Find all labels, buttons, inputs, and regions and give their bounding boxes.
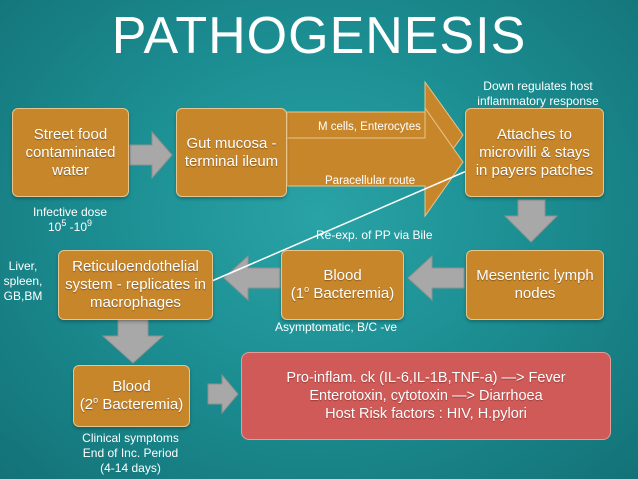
gut-mucosa-line-1: Gut mucosa -	[186, 134, 277, 152]
blood-secondary-line-2: (2o Bacteremia)	[79, 395, 184, 414]
outcomes-line-1: Pro-inflam. ck (IL-6,IL-1B,TNF-a) —> Fev…	[286, 370, 566, 386]
mesenteric-line-2: nodes	[514, 285, 556, 302]
street-food-box: Street food contaminated water	[12, 108, 129, 197]
gut-mucosa-box: Gut mucosa - terminal ileum	[176, 108, 287, 197]
re-exposure-line	[197, 159, 493, 288]
arrow-street-to-gut	[129, 130, 173, 180]
outcomes-line-2: Enterotoxin, cytotoxin —> Diarrhoea	[309, 388, 543, 404]
arrow-blood2-to-red	[207, 373, 239, 415]
reticulo-line-2: system - replicates in	[65, 276, 206, 293]
attaches-line-1: Attaches to	[496, 125, 573, 143]
blood-secondary-box: Blood (2o Bacteremia)	[73, 365, 190, 427]
street-food-line-3: water	[52, 161, 89, 179]
asymptomatic-note: Asymptomatic, B/C -ve	[275, 320, 398, 334]
blood-primary-line-2: (1o Bacteremia)	[290, 284, 395, 303]
attaches-line-2: microvilli & stays	[479, 143, 590, 161]
arrow-paracellular	[286, 106, 464, 218]
paracellular-label: Paracellular route	[325, 175, 416, 187]
mesenteric-line-1: Mesenteric lymph	[476, 267, 594, 284]
blood-secondary-line-1: Blood	[112, 378, 151, 395]
organs-note: Liver, spleen, GB,BM	[3, 259, 43, 303]
gut-mucosa-line-2: terminal ileum	[184, 152, 279, 170]
blood-primary-line-1: Blood	[323, 267, 362, 284]
infective-dose-note: Infective dose 105 -109	[32, 205, 108, 234]
arrow-blood1-to-reticulo	[223, 254, 281, 302]
attaches-box: Attaches to microvilli & stays in payers…	[465, 108, 604, 197]
page-title: PATHOGENESIS	[111, 7, 527, 65]
re-exp-note: Re-exp. of PP via Bile	[316, 228, 433, 242]
blood-primary-box: Blood (1o Bacteremia)	[281, 250, 404, 320]
reticuloendothelial-box: Reticuloendothelial system - replicates …	[58, 250, 213, 320]
clinical-symptoms-note: Clinical symptoms End of Inc. Period (4-…	[82, 431, 179, 475]
reticulo-line-3: macrophages	[90, 294, 181, 311]
arrow-mesenteric-to-blood1	[407, 254, 465, 302]
down-regulates-note: Down regulates host inflammatory respons…	[477, 79, 599, 108]
street-food-line-2: contaminated	[25, 143, 116, 161]
arrow-down-reticulo	[101, 319, 165, 364]
outcomes-box: Pro-inflam. ck (IL-6,IL-1B,TNF-a) —> Fev…	[241, 352, 611, 440]
attaches-line-3: in payers patches	[475, 161, 594, 179]
reticulo-line-1: Reticuloendothelial	[72, 258, 199, 275]
street-food-line-1: Street food	[33, 125, 108, 143]
arrow-down-attaches	[503, 199, 559, 243]
outcomes-line-3: Host Risk factors : HIV, H.pylori	[325, 406, 527, 422]
mesenteric-box: Mesenteric lymph nodes	[466, 250, 604, 320]
m-cells-label: M cells, Enterocytes	[318, 121, 421, 133]
